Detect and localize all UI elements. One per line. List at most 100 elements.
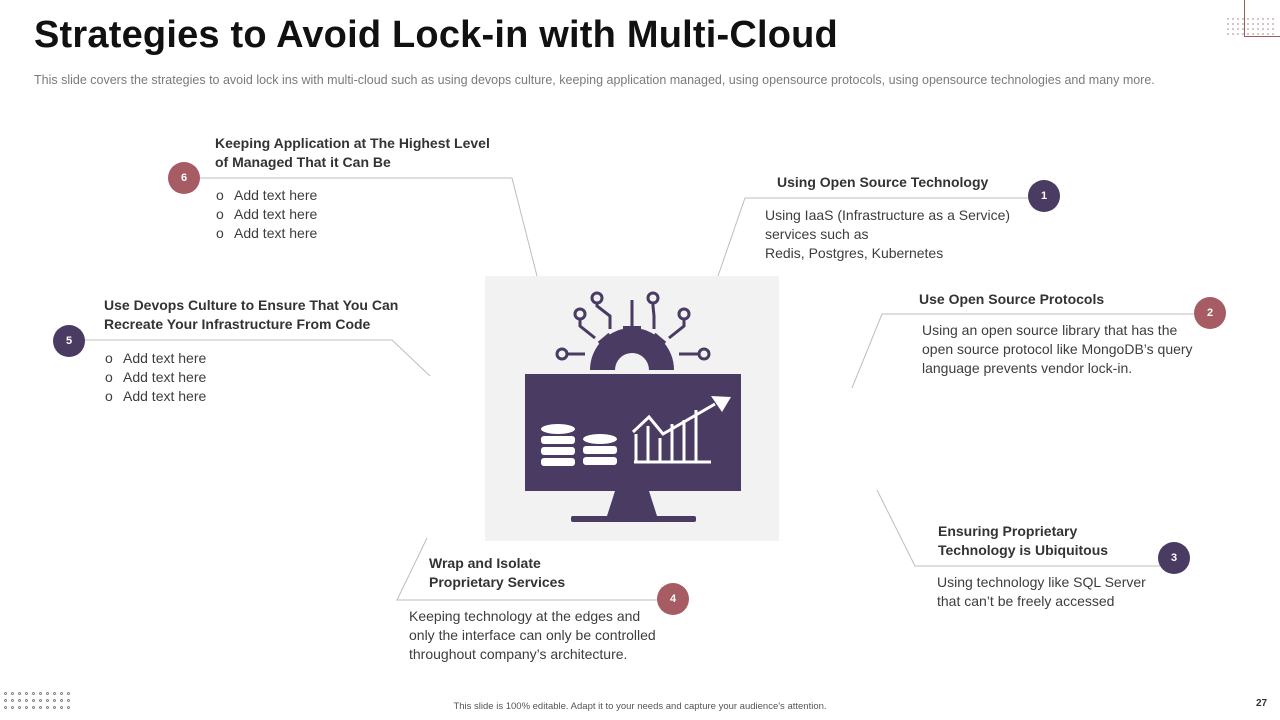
dot bbox=[1247, 28, 1249, 30]
dot bbox=[1272, 28, 1274, 30]
item-1-body-line: Redis, Postgres, Kubernetes bbox=[765, 245, 944, 261]
dot bbox=[1237, 18, 1239, 20]
item-4-body-line: Keeping technology at the edges and bbox=[409, 608, 641, 624]
slide-subtitle: This slide covers the strategies to avoi… bbox=[34, 73, 1155, 87]
dot bbox=[1232, 28, 1234, 30]
dot bbox=[1257, 33, 1259, 35]
list-item: Add text here bbox=[216, 186, 317, 205]
dot bbox=[1252, 33, 1254, 35]
dot bbox=[11, 706, 14, 709]
dot bbox=[32, 706, 35, 709]
item-2-body: Using an open source library that has th… bbox=[922, 321, 1193, 378]
dot bbox=[25, 699, 28, 702]
item-6-heading-line: of Managed That it Can Be bbox=[215, 154, 391, 170]
item-3-body: Using technology like SQL Server that ca… bbox=[937, 573, 1146, 611]
list-item: Add text here bbox=[216, 224, 317, 243]
item-2-heading: Use Open Source Protocols bbox=[919, 290, 1104, 309]
dot bbox=[46, 699, 49, 702]
item-2-body-line: open source protocol like MongoDB’s quer… bbox=[922, 341, 1193, 357]
item-5-heading-line: Use Devops Culture to Ensure That You Ca… bbox=[104, 297, 399, 313]
item-6-heading-line: Keeping Application at The Highest Level bbox=[215, 135, 490, 151]
item-1-body: Using IaaS (Infrastructure as a Service)… bbox=[765, 206, 1010, 263]
dot bbox=[1242, 33, 1244, 35]
item-3-heading-line: Ensuring Proprietary bbox=[938, 523, 1078, 539]
dot bbox=[1242, 23, 1244, 25]
dot bbox=[18, 699, 21, 702]
item-1-body-line: Using IaaS (Infrastructure as a Service) bbox=[765, 207, 1011, 223]
dot bbox=[60, 699, 63, 702]
dot bbox=[1242, 18, 1244, 20]
item-3-body-line: that can’t be freely accessed bbox=[937, 593, 1115, 609]
list-item: Add text here bbox=[105, 387, 206, 406]
dot bbox=[1252, 28, 1254, 30]
item-5-number-badge: 5 bbox=[53, 325, 85, 357]
dot bbox=[39, 706, 42, 709]
dot bbox=[1267, 33, 1269, 35]
corner-decoration bbox=[1244, 0, 1280, 37]
item-5-heading-line: Recreate Your Infrastructure From Code bbox=[104, 316, 371, 332]
item-6-heading: Keeping Application at The Highest Level… bbox=[215, 134, 490, 172]
dot bbox=[1227, 33, 1229, 35]
dot bbox=[32, 692, 35, 695]
item-4-number-badge: 4 bbox=[657, 583, 689, 615]
dot bbox=[1272, 23, 1274, 25]
dot bbox=[1267, 28, 1269, 30]
dot bbox=[1237, 33, 1239, 35]
dot bbox=[11, 699, 14, 702]
dot bbox=[1252, 18, 1254, 20]
item-1-heading: Using Open Source Technology bbox=[777, 173, 988, 192]
dot bbox=[1232, 18, 1234, 20]
dot bbox=[1267, 23, 1269, 25]
dot bbox=[53, 699, 56, 702]
item-1-body-line: services such as bbox=[765, 226, 869, 242]
item-4-body-line: throughout company’s architecture. bbox=[409, 646, 628, 662]
item-6-number-badge: 6 bbox=[168, 162, 200, 194]
dot bbox=[67, 699, 70, 702]
item-3-number-badge: 3 bbox=[1158, 542, 1190, 574]
dot bbox=[67, 706, 70, 709]
dot bbox=[39, 699, 42, 702]
center-illustration-panel bbox=[485, 276, 779, 541]
dot bbox=[1227, 18, 1229, 20]
monitor-with-gear-circuit-icon bbox=[525, 291, 741, 522]
dot bbox=[1237, 28, 1239, 30]
dot bbox=[1242, 28, 1244, 30]
dot bbox=[1227, 28, 1229, 30]
dot bbox=[67, 692, 70, 695]
dot bbox=[53, 706, 56, 709]
dot bbox=[1227, 23, 1229, 25]
dot bbox=[1247, 33, 1249, 35]
dot bbox=[1252, 23, 1254, 25]
dot bbox=[11, 692, 14, 695]
dot bbox=[4, 699, 7, 702]
page-number: 27 bbox=[1256, 698, 1268, 709]
dot bbox=[53, 692, 56, 695]
dot bbox=[18, 706, 21, 709]
item-4-body-line: only the interface can only be controlle… bbox=[409, 627, 656, 643]
list-item: Add text here bbox=[105, 349, 206, 368]
dot bbox=[46, 692, 49, 695]
item-5-bullet-list: Add text here Add text here Add text her… bbox=[105, 349, 206, 406]
dot bbox=[1272, 33, 1274, 35]
dot bbox=[1262, 33, 1264, 35]
slide-title: Strategies to Avoid Lock-in with Multi-C… bbox=[34, 14, 838, 56]
item-3-heading-line: Technology is Ubiquitous bbox=[938, 542, 1109, 558]
dot bbox=[1262, 23, 1264, 25]
item-6-bullet-list: Add text here Add text here Add text her… bbox=[216, 186, 317, 243]
dot bbox=[4, 692, 7, 695]
dot bbox=[60, 706, 63, 709]
dot bbox=[1257, 23, 1259, 25]
list-item: Add text here bbox=[105, 368, 206, 387]
dot bbox=[32, 699, 35, 702]
item-3-body-line: Using technology like SQL Server bbox=[937, 574, 1146, 590]
item-1-heading-line: Using Open Source Technology bbox=[777, 174, 989, 190]
dot bbox=[1272, 18, 1274, 20]
dot bbox=[25, 692, 28, 695]
dot bbox=[1257, 28, 1259, 30]
dot bbox=[18, 692, 21, 695]
dot-grid-decoration bbox=[4, 692, 70, 709]
dot-grid-decoration bbox=[1227, 18, 1274, 35]
dot bbox=[46, 706, 49, 709]
dot bbox=[25, 706, 28, 709]
